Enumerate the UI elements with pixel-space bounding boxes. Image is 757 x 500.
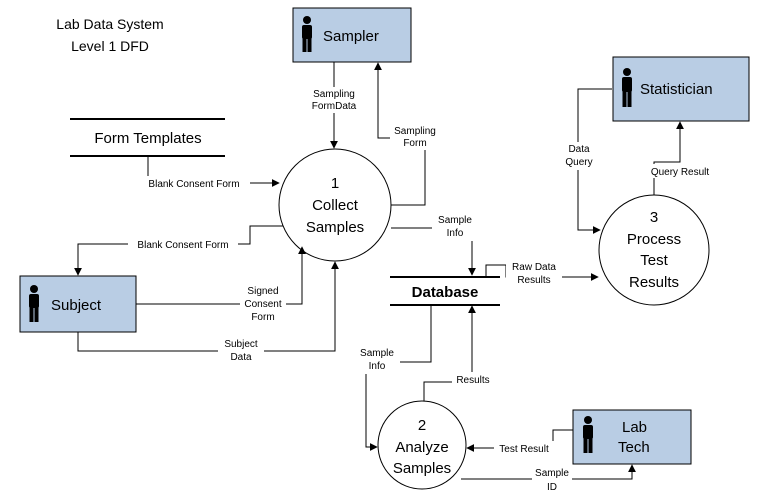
flow-blank-consent-in: Blank Consent Form <box>140 157 280 190</box>
flow-raw-data: Raw Data Results <box>485 260 599 288</box>
flow-sample-info-2: Sample Info <box>354 306 432 451</box>
flow-label: Sampling <box>394 126 436 137</box>
datastore-database[interactable]: Database <box>390 276 500 306</box>
flow-label: Info <box>369 361 386 372</box>
person-icon <box>29 285 39 322</box>
process-label-line-2: Test <box>640 252 668 269</box>
flow-label: Signed <box>247 286 278 297</box>
flow-sampling-form: Sampling Form <box>374 62 440 206</box>
flow-label: Data <box>568 144 590 155</box>
flow-sample-info-1: Sample Info <box>391 213 478 276</box>
flow-label: Results <box>456 375 489 386</box>
flow-label: FormData <box>312 101 357 112</box>
flow-query-result: Query Result <box>644 121 714 195</box>
person-icon <box>622 68 632 107</box>
entity-lab-tech-label-2: Tech <box>618 439 650 456</box>
flow-label: Form <box>251 312 274 323</box>
entity-lab-tech-label-1: Lab <box>622 419 647 436</box>
datastore-database-label: Database <box>412 284 479 301</box>
flow-label: Sample <box>535 468 569 479</box>
process-label-line-1: Analyze <box>395 439 448 456</box>
flow-subject-data: Subject Data <box>77 261 339 365</box>
process-number: 3 <box>650 209 658 226</box>
flow-results: Results <box>423 305 494 401</box>
datastore-form-templates[interactable]: Form Templates <box>70 118 225 157</box>
entity-statistician-label: Statistician <box>640 81 713 98</box>
process-label-line-2: Samples <box>306 219 364 236</box>
process-collect-samples[interactable]: 1 Collect Samples <box>278 148 392 262</box>
flow-blank-consent-out: Blank Consent Form <box>74 225 283 276</box>
flow-label: Consent <box>244 299 281 310</box>
flow-label: Form <box>403 138 426 149</box>
entity-sampler[interactable]: Sampler <box>292 7 412 63</box>
entity-subject[interactable]: Subject <box>19 275 137 333</box>
person-icon <box>583 416 593 453</box>
flow-label: Results <box>517 275 550 286</box>
process-label-line-2: Samples <box>393 460 451 477</box>
flow-label: Data <box>230 352 252 363</box>
flow-label: ID <box>547 482 557 493</box>
datastore-form-templates-label: Form Templates <box>94 130 201 147</box>
entity-subject-label: Subject <box>51 297 102 314</box>
process-label-line-1: Process <box>627 231 681 248</box>
process-label-line-3: Results <box>629 274 679 291</box>
process-label-line-1: Collect <box>312 197 359 214</box>
title-line-2: Level 1 DFD <box>71 38 149 54</box>
flow-label: Test Result <box>499 444 549 455</box>
flow-signed-consent: Signed Consent Form <box>136 246 306 324</box>
entity-lab-tech[interactable]: Lab Tech <box>572 409 692 465</box>
title-line-1: Lab Data System <box>56 16 163 32</box>
flow-label: Blank Consent Form <box>137 240 228 251</box>
process-number: 1 <box>331 175 339 192</box>
flow-sample-id: Sample ID <box>461 464 636 495</box>
flow-data-query: Data Query <box>560 88 612 234</box>
flow-label: Blank Consent Form <box>148 179 239 190</box>
flow-label: Sample <box>438 215 472 226</box>
flow-label: Query Result <box>651 167 710 178</box>
entity-statistician[interactable]: Statistician <box>612 56 750 122</box>
flow-label: Subject <box>224 339 258 350</box>
entity-sampler-label: Sampler <box>323 28 379 45</box>
flow-test-result: Test Result <box>466 429 573 455</box>
diagram-title: Lab Data System Level 1 DFD <box>56 16 163 54</box>
flow-label: Sampling <box>313 89 355 100</box>
flow-label: Query <box>565 157 592 168</box>
process-analyze-samples[interactable]: 2 Analyze Samples <box>377 400 467 490</box>
person-icon <box>302 16 312 52</box>
flow-label: Info <box>447 228 464 239</box>
process-process-test-results[interactable]: 3 Process Test Results <box>598 194 710 306</box>
process-number: 2 <box>418 417 426 434</box>
flow-sampling-formdata: Sampling FormData <box>306 62 362 149</box>
flow-label: Raw Data <box>512 262 556 273</box>
flow-label: Sample <box>360 348 394 359</box>
